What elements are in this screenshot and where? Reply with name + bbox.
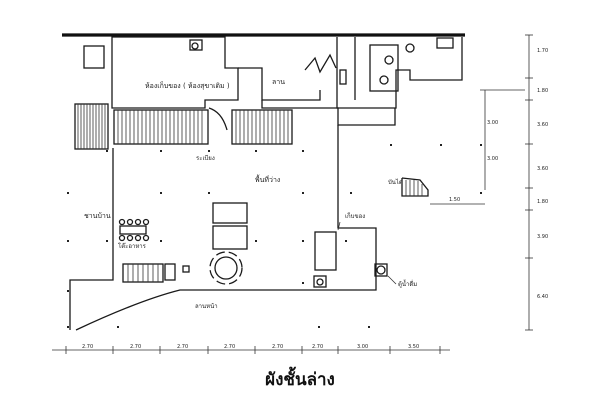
table-block-bottom (212, 225, 248, 250)
water-tank-box (374, 263, 388, 277)
sink-fixture-icon (405, 43, 415, 53)
svg-text:3.00: 3.00 (357, 344, 368, 350)
svg-text:1.80: 1.80 (537, 199, 548, 205)
label-water: ตู้น้ำดื่ม (398, 278, 417, 288)
round-table-chairs (209, 251, 243, 285)
store-fixture (189, 39, 203, 51)
bathroom-box (369, 44, 399, 92)
store-fixture-circle (191, 42, 199, 50)
service-rooms-outline (336, 37, 463, 109)
svg-text:3.50: 3.50 (408, 344, 419, 350)
small-fixture-box (313, 275, 327, 288)
small-column-box (83, 45, 105, 69)
svg-text:2.70: 2.70 (224, 344, 235, 350)
label-stair-right: บันได (388, 178, 403, 186)
label-rail: ระเบียง (196, 154, 215, 162)
svg-text:1.70: 1.70 (537, 48, 548, 54)
column-dots (67, 144, 482, 328)
rail-zigzag (304, 53, 337, 74)
main-left-edge (69, 148, 114, 330)
dimension-right: 1.70 1.80 3.60 3.60 1.80 3.90 6.40 (525, 34, 548, 331)
hatched-bench-right (231, 109, 293, 145)
storage-pointer (337, 221, 341, 231)
hatched-bench-middle (113, 109, 209, 145)
table-block-top (212, 202, 248, 224)
stair-lower-left (122, 263, 176, 283)
svg-text:2.70: 2.70 (82, 344, 93, 350)
svg-text:3.00: 3.00 (487, 120, 498, 126)
stair-right (401, 177, 429, 197)
toilet-fixture-icon (379, 75, 389, 85)
water-pointer (387, 275, 397, 285)
svg-text:1.50: 1.50 (449, 197, 460, 203)
svg-text:6.40: 6.40 (537, 294, 548, 300)
label-store-room: ห้องเก็บของ ( ห้องสุขาเดิม ) (145, 81, 230, 90)
hatched-bench-left (74, 103, 109, 150)
door-frame (339, 69, 347, 85)
drawing-title: ผังชั้นล่าง (265, 370, 335, 390)
toilet-fixture-icon (384, 55, 394, 65)
kitchen-fixture (436, 37, 454, 49)
inner-dimensions: 3.00 3.00 1.50 (430, 89, 525, 205)
svg-text:3.90: 3.90 (537, 234, 548, 240)
label-main-floor: พื้นที่ว่าง (255, 173, 280, 184)
water-tank-icon (376, 265, 386, 275)
label-stair-hall: ลาน (272, 78, 285, 86)
svg-text:2.70: 2.70 (272, 344, 283, 350)
store-room-outline (111, 36, 239, 109)
svg-text:3.60: 3.60 (537, 122, 548, 128)
label-storage: เก็บของ (345, 211, 365, 220)
label-table-area: โต๊ะอาหาร (118, 242, 147, 250)
main-right-edge (305, 125, 377, 291)
svg-text:2.70: 2.70 (177, 344, 188, 350)
svg-text:3.60: 3.60 (537, 166, 548, 172)
small-post-box (182, 265, 190, 273)
front-curve-path (75, 289, 305, 331)
svg-text:2.70: 2.70 (312, 344, 323, 350)
round-table-icon (214, 256, 238, 280)
svg-text:2.70: 2.70 (130, 344, 141, 350)
storage-cabinet (314, 231, 337, 271)
svg-text:1.80: 1.80 (537, 88, 548, 94)
dimension-bottom: 2.70 2.70 2.70 2.70 2.70 2.70 3.00 3.50 (52, 344, 450, 354)
label-left-area: ชานบ้าน (84, 212, 111, 220)
dining-table-icon (118, 218, 150, 242)
door-swing-arc (208, 107, 228, 131)
small-fixture-circle (316, 278, 324, 286)
label-front-area: ลานหน้า (195, 303, 218, 310)
step-strip (261, 100, 396, 126)
svg-text:3.00: 3.00 (487, 156, 498, 162)
